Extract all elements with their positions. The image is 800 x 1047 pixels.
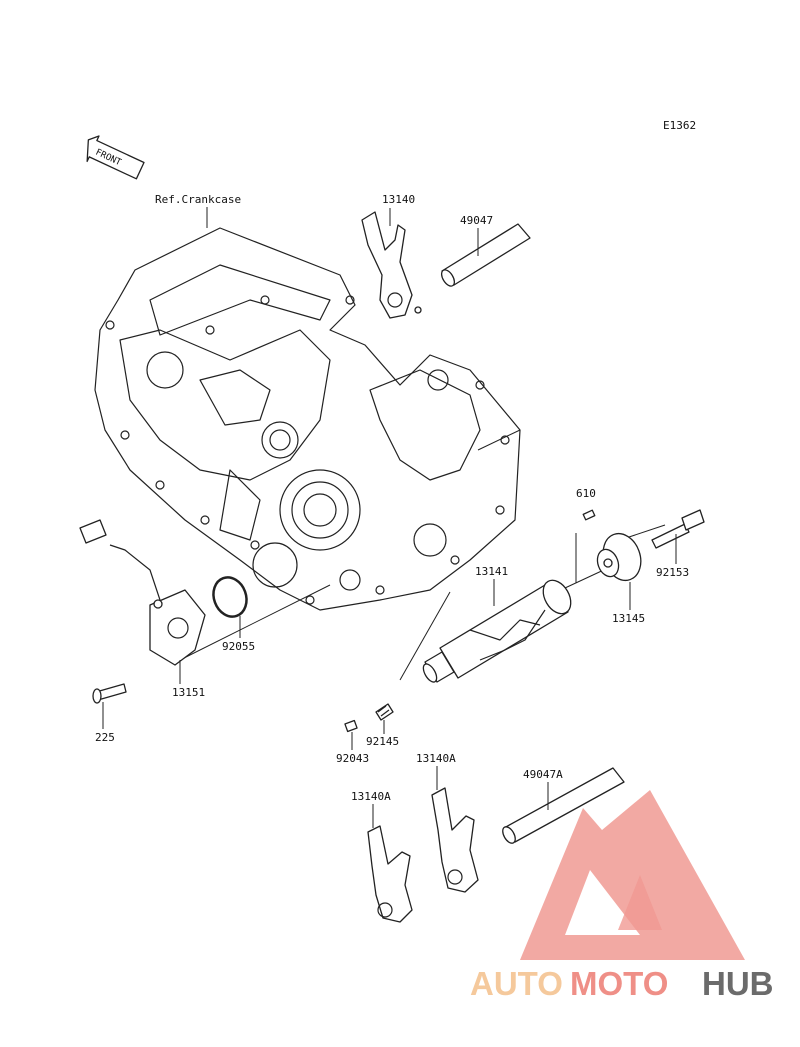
part-92055-o-ring[interactable] — [208, 573, 252, 622]
part-label-49047: 49047 — [460, 214, 493, 227]
part-label-13145: 13145 — [612, 612, 645, 625]
part-92145-spring[interactable] — [375, 703, 394, 721]
part-label-610: 610 — [576, 487, 596, 500]
part-label-13151: 13151 — [172, 686, 205, 699]
part-92043-pin[interactable] — [344, 719, 358, 733]
front-arrow-icon: FRONT — [86, 135, 145, 180]
crankcase — [94, 227, 521, 611]
watermark-part1: AUTO — [470, 965, 563, 1002]
part-label-13140: 13140 — [382, 193, 415, 206]
part-label-92043: 92043 — [336, 752, 369, 765]
part-49047-shift-rod[interactable] — [439, 223, 531, 288]
watermark-text: AUTO MOTO HUB — [470, 965, 774, 1002]
part-label-49047a: 49047A — [523, 768, 563, 781]
part-610-pin[interactable] — [582, 509, 596, 521]
part-13145-drum-cam[interactable] — [594, 528, 647, 585]
part-13151-switch[interactable] — [79, 519, 206, 666]
part-13140a-shift-fork-left[interactable] — [367, 825, 413, 923]
ref-crankcase-label: Ref.Crankcase — [155, 193, 241, 206]
part-label-92153: 92153 — [656, 566, 689, 579]
watermark-part2: MOTO — [570, 965, 668, 1002]
watermark-logo — [520, 790, 745, 960]
part-13140-shift-fork[interactable] — [361, 211, 422, 319]
part-label-92055: 92055 — [222, 640, 255, 653]
part-label-13140a-left: 13140A — [351, 790, 391, 803]
diagram-code: E1362 — [663, 119, 696, 132]
part-label-13140a-top: 13140A — [416, 752, 456, 765]
part-49047a-shift-rod[interactable] — [500, 767, 625, 845]
part-label-13141: 13141 — [475, 565, 508, 578]
part-label-92145: 92145 — [366, 735, 399, 748]
part-225-screw[interactable] — [92, 683, 127, 704]
part-label-225: 225 — [95, 731, 115, 744]
watermark-part3: HUB — [702, 965, 774, 1002]
part-13140a-shift-fork-right[interactable] — [431, 787, 479, 893]
part-92153-bolt[interactable] — [651, 509, 705, 549]
part-13141-shift-drum[interactable] — [421, 575, 577, 684]
